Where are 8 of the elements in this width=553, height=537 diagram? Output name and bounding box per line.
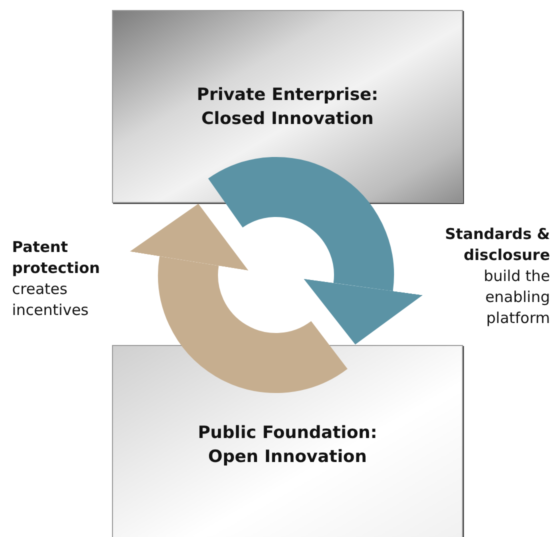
side-note: Standards & disclosure build the enabling platform: [444, 224, 550, 329]
box-title: Public Foundation: Open Innovation: [196, 422, 378, 469]
side-note: Patent protection creates incentives: [12, 237, 101, 321]
box-title: Private Enterprise: Closed Innovation: [196, 84, 380, 130]
process-box: [112, 10, 463, 203]
curved-arrow: [210, 157, 424, 345]
curved-arrow: [129, 203, 346, 393]
process-box: [112, 345, 463, 537]
